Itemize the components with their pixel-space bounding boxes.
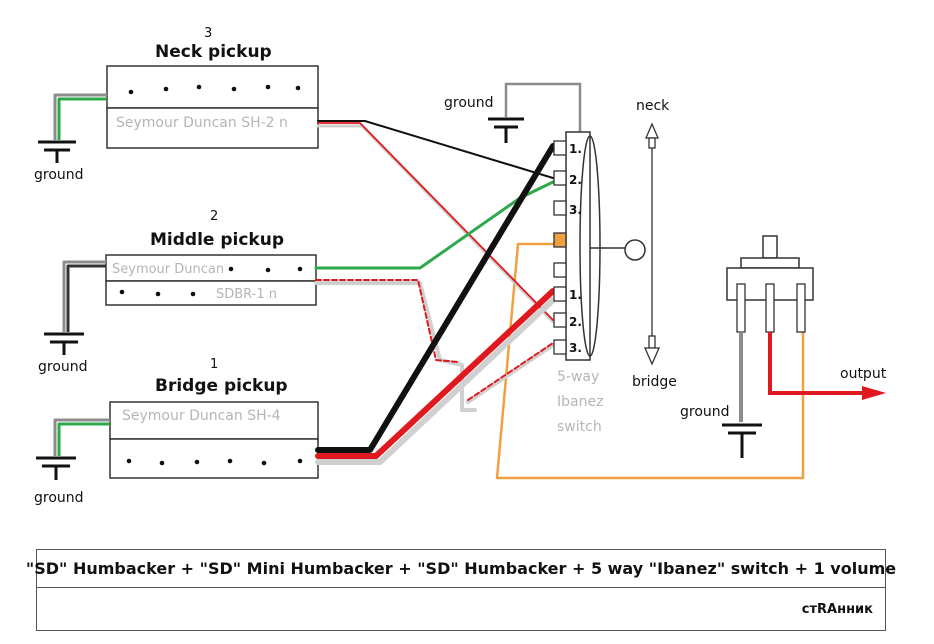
- switch-label-line1: 5-way: [557, 369, 599, 385]
- caption-author: стRAнник: [801, 602, 873, 617]
- neck-pickup-coil-top: [106, 65, 319, 109]
- five-way-switch: ground 1. 2. 3. 1. 2. 3. 5-way Ibanez sw…: [444, 82, 646, 435]
- bridge-pickup-poles: [126, 458, 303, 466]
- middle-ground-label: ground: [38, 359, 88, 375]
- switch-lever-knob: [624, 239, 646, 261]
- middle-pickup: 2 Middle pickup Seymour Duncan SDBR-1 n: [105, 209, 317, 306]
- middle-ground-symbol: [44, 332, 84, 355]
- pot-ground-label: ground: [680, 404, 730, 420]
- bridge-pickup-coil-bottom: [109, 438, 319, 479]
- switch-blade: [579, 135, 601, 357]
- middle-pickup-number: 2: [210, 209, 218, 224]
- neck-pickup: 3 Neck pickup Seymour Duncan SH-2 n: [106, 26, 319, 149]
- output-label: output: [840, 366, 887, 382]
- switch-upper-terminal-2: 2.: [569, 173, 582, 187]
- switch-upper-terminal-3: 3.: [569, 203, 582, 217]
- pot-lug-left: [736, 283, 746, 333]
- pot-lug-middle: [765, 283, 775, 333]
- neck-ground-label: ground: [34, 167, 84, 183]
- middle-pickup-poles: [119, 266, 303, 297]
- middle-pickup-model-line1: Seymour Duncan: [112, 262, 224, 277]
- middle-pickup-model-line2: SDBR-1 n: [216, 287, 277, 302]
- pot-nut: [740, 257, 800, 269]
- switch-label-line2: Ibanez: [557, 394, 603, 410]
- arrow-up-icon: [645, 122, 659, 139]
- position-neck-label: neck: [636, 98, 670, 114]
- bridge-pickup: 1 Bridge pickup Seymour Duncan SH-4: [109, 357, 319, 479]
- neck-pickup-number: 3: [204, 26, 212, 41]
- position-bridge-label: bridge: [632, 374, 677, 390]
- middle-pickup-coil-top: [105, 254, 317, 282]
- caption-title: "SD" Humbacker + "SD" Mini Humbacker + "…: [26, 550, 896, 588]
- switch-terminals: [553, 140, 567, 355]
- signal-wires: [314, 120, 805, 480]
- pot-shaft: [762, 235, 778, 259]
- switch-lower-terminal-3: 3.: [569, 341, 582, 355]
- bridge-ground-symbol: [36, 456, 76, 480]
- switch-lower-terminal-2: 2.: [569, 315, 582, 329]
- bridge-pickup-coil-top: [109, 401, 319, 440]
- neck-pickup-title: Neck pickup: [155, 42, 272, 62]
- neck-pickup-model: Seymour Duncan SH-2 n: [116, 115, 288, 131]
- pot-ground-symbol: [722, 423, 762, 458]
- output-arrow-icon: [862, 386, 886, 400]
- pickup-ground-wires: [53, 93, 110, 456]
- position-indicator: neck bridge: [632, 98, 677, 390]
- neck-pickup-poles: [128, 84, 301, 95]
- bridge-pickup-title: Bridge pickup: [155, 376, 288, 396]
- middle-pickup-title: Middle pickup: [150, 230, 284, 250]
- middle-pickup-coil-bottom: [105, 280, 317, 306]
- bridge-ground-label: ground: [34, 490, 84, 506]
- bridge-pickup-model: Seymour Duncan SH-4: [122, 408, 281, 424]
- switch-upper-terminal-1: 1.: [569, 142, 582, 156]
- switch-ground-symbol: [488, 117, 524, 143]
- switch-lower-terminal-1: 1.: [569, 288, 582, 302]
- volume-pot: ground output: [680, 235, 887, 458]
- pot-lug-right: [796, 283, 806, 333]
- bridge-pickup-number: 1: [210, 357, 218, 372]
- caption-box: "SD" Humbacker + "SD" Mini Humbacker + "…: [26, 549, 896, 631]
- arrow-down-icon: [644, 347, 660, 366]
- switch-body: [565, 131, 591, 361]
- switch-label-line3: switch: [557, 419, 602, 435]
- switch-ground-label: ground: [444, 95, 494, 111]
- neck-pickup-coil-bottom: [106, 107, 319, 149]
- neck-ground-symbol: [38, 140, 76, 163]
